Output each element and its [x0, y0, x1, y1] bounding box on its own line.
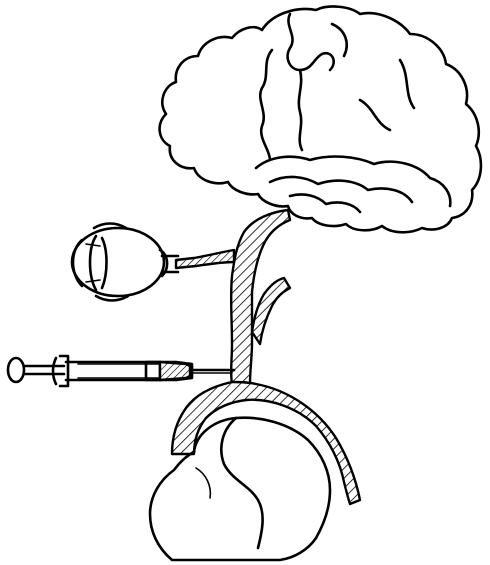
brain-icon [160, 7, 481, 233]
eye-icon [72, 224, 178, 301]
blood-vessels [172, 210, 360, 504]
syringe-icon [8, 356, 234, 386]
